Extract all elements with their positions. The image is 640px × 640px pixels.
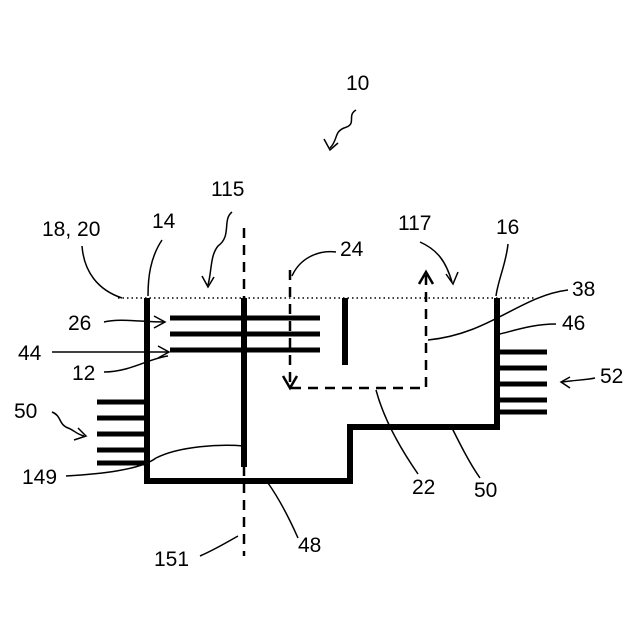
label-plates-upper: 26	[68, 312, 91, 335]
leader-46	[500, 324, 556, 334]
label-wall-left: 14	[152, 210, 176, 233]
label-device: 10	[346, 72, 369, 95]
label-fins-left: 50	[14, 400, 37, 423]
label-surface: 18, 20	[42, 218, 100, 241]
label-bottom-junction: 149	[22, 466, 57, 489]
leader-151	[200, 536, 238, 556]
label-fins-right: 52	[600, 365, 623, 388]
leader-22	[376, 390, 418, 474]
label-plates-mid: 44	[18, 342, 42, 365]
label-bottom-right: 50	[474, 479, 497, 502]
leader-50-bottom	[452, 428, 480, 478]
flow-path	[290, 270, 426, 388]
leader-14	[148, 240, 162, 296]
arrowhead-52	[561, 377, 570, 388]
housing-outline	[147, 298, 497, 481]
leader-device	[330, 110, 356, 148]
label-axis-top-left: 115	[211, 178, 244, 201]
leader-26	[104, 320, 164, 322]
leader-48	[268, 483, 298, 538]
label-wall-right: 16	[496, 216, 519, 239]
label-axis-top-right: 117	[398, 212, 431, 235]
label-step: 22	[412, 476, 435, 499]
label-bottom-wall: 48	[298, 534, 321, 557]
arrowhead-117	[446, 272, 458, 284]
label-flow: 24	[340, 238, 364, 261]
leader-12	[104, 356, 168, 372]
leader-50-left	[52, 412, 84, 436]
label-plates-low: 12	[72, 362, 95, 385]
leader-24	[292, 252, 336, 276]
label-right-inner: 38	[572, 278, 595, 301]
arrowhead-115	[202, 276, 214, 287]
arrowhead-device	[324, 139, 338, 150]
leader-115	[208, 212, 232, 285]
label-right-fin: 46	[562, 312, 585, 335]
label-bottom-axis: 151	[154, 548, 189, 571]
leader-149	[66, 445, 244, 476]
leader-surface	[82, 246, 122, 298]
leader-16	[496, 244, 508, 296]
